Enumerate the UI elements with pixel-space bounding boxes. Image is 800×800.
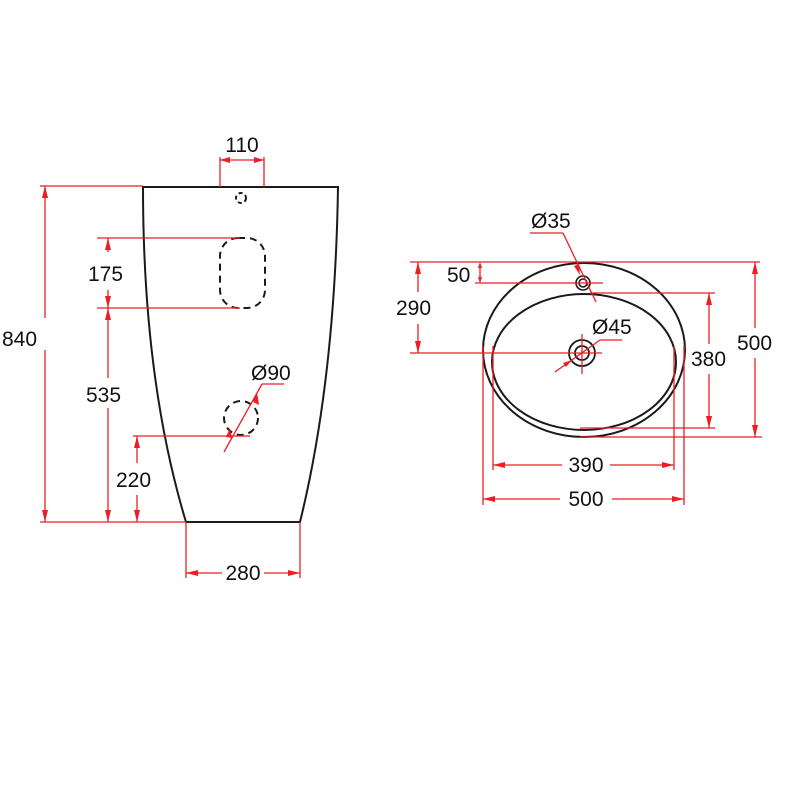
- label-tap-spacing: 110: [225, 134, 258, 157]
- dim-tap-hole: Ø35: [530, 210, 597, 303]
- dim-bowl-depth: 380: [580, 292, 726, 429]
- label-drain-offset: 290: [396, 297, 431, 320]
- label-tap-offset: 50: [447, 264, 470, 287]
- label-overall-depth: 500: [737, 332, 772, 355]
- hidden-floor-hole: [223, 400, 259, 436]
- dim-drain: Ø45: [554, 316, 632, 373]
- outer-rim: [482, 262, 686, 438]
- dim-waste-center: 535: [86, 308, 121, 522]
- hidden-tap-hole: [235, 192, 247, 204]
- label-waste-opening: 175: [88, 263, 123, 286]
- label-bowl-depth: 380: [691, 348, 726, 371]
- label-floor-hole: Ø90: [251, 362, 291, 385]
- label-overall-height: 840: [2, 328, 37, 351]
- label-overall-width: 500: [568, 488, 603, 511]
- label-drain: Ø45: [592, 316, 632, 339]
- inner-bowl: [491, 293, 677, 431]
- side-view: 110 840 175 535: [2, 134, 340, 585]
- top-view: Ø35 50 290 Ø45: [396, 210, 772, 511]
- hidden-waste-opening: [219, 237, 266, 309]
- dim-floor-hole: Ø90: [133, 362, 291, 453]
- dim-bowl-width: 390: [492, 346, 675, 477]
- dim-tap-offset: 50: [410, 261, 760, 287]
- dim-overall-depth: 500: [580, 262, 772, 438]
- dim-overall-width: 500: [482, 346, 685, 511]
- dim-waste-opening: 175: [88, 237, 240, 309]
- label-bowl-width: 390: [568, 454, 603, 477]
- dim-drain-offset: 290: [396, 262, 602, 354]
- dim-tap-spacing: 110: [219, 134, 265, 187]
- label-tap-hole: Ø35: [531, 210, 571, 233]
- label-waste-center: 535: [86, 384, 121, 407]
- label-base-width: 280: [225, 562, 260, 585]
- label-floor-hole-height: 220: [116, 469, 151, 492]
- dim-floor-hole-height: 220: [116, 436, 151, 522]
- dim-base-width: 280: [185, 522, 301, 585]
- dim-overall-height: 840: [2, 185, 186, 523]
